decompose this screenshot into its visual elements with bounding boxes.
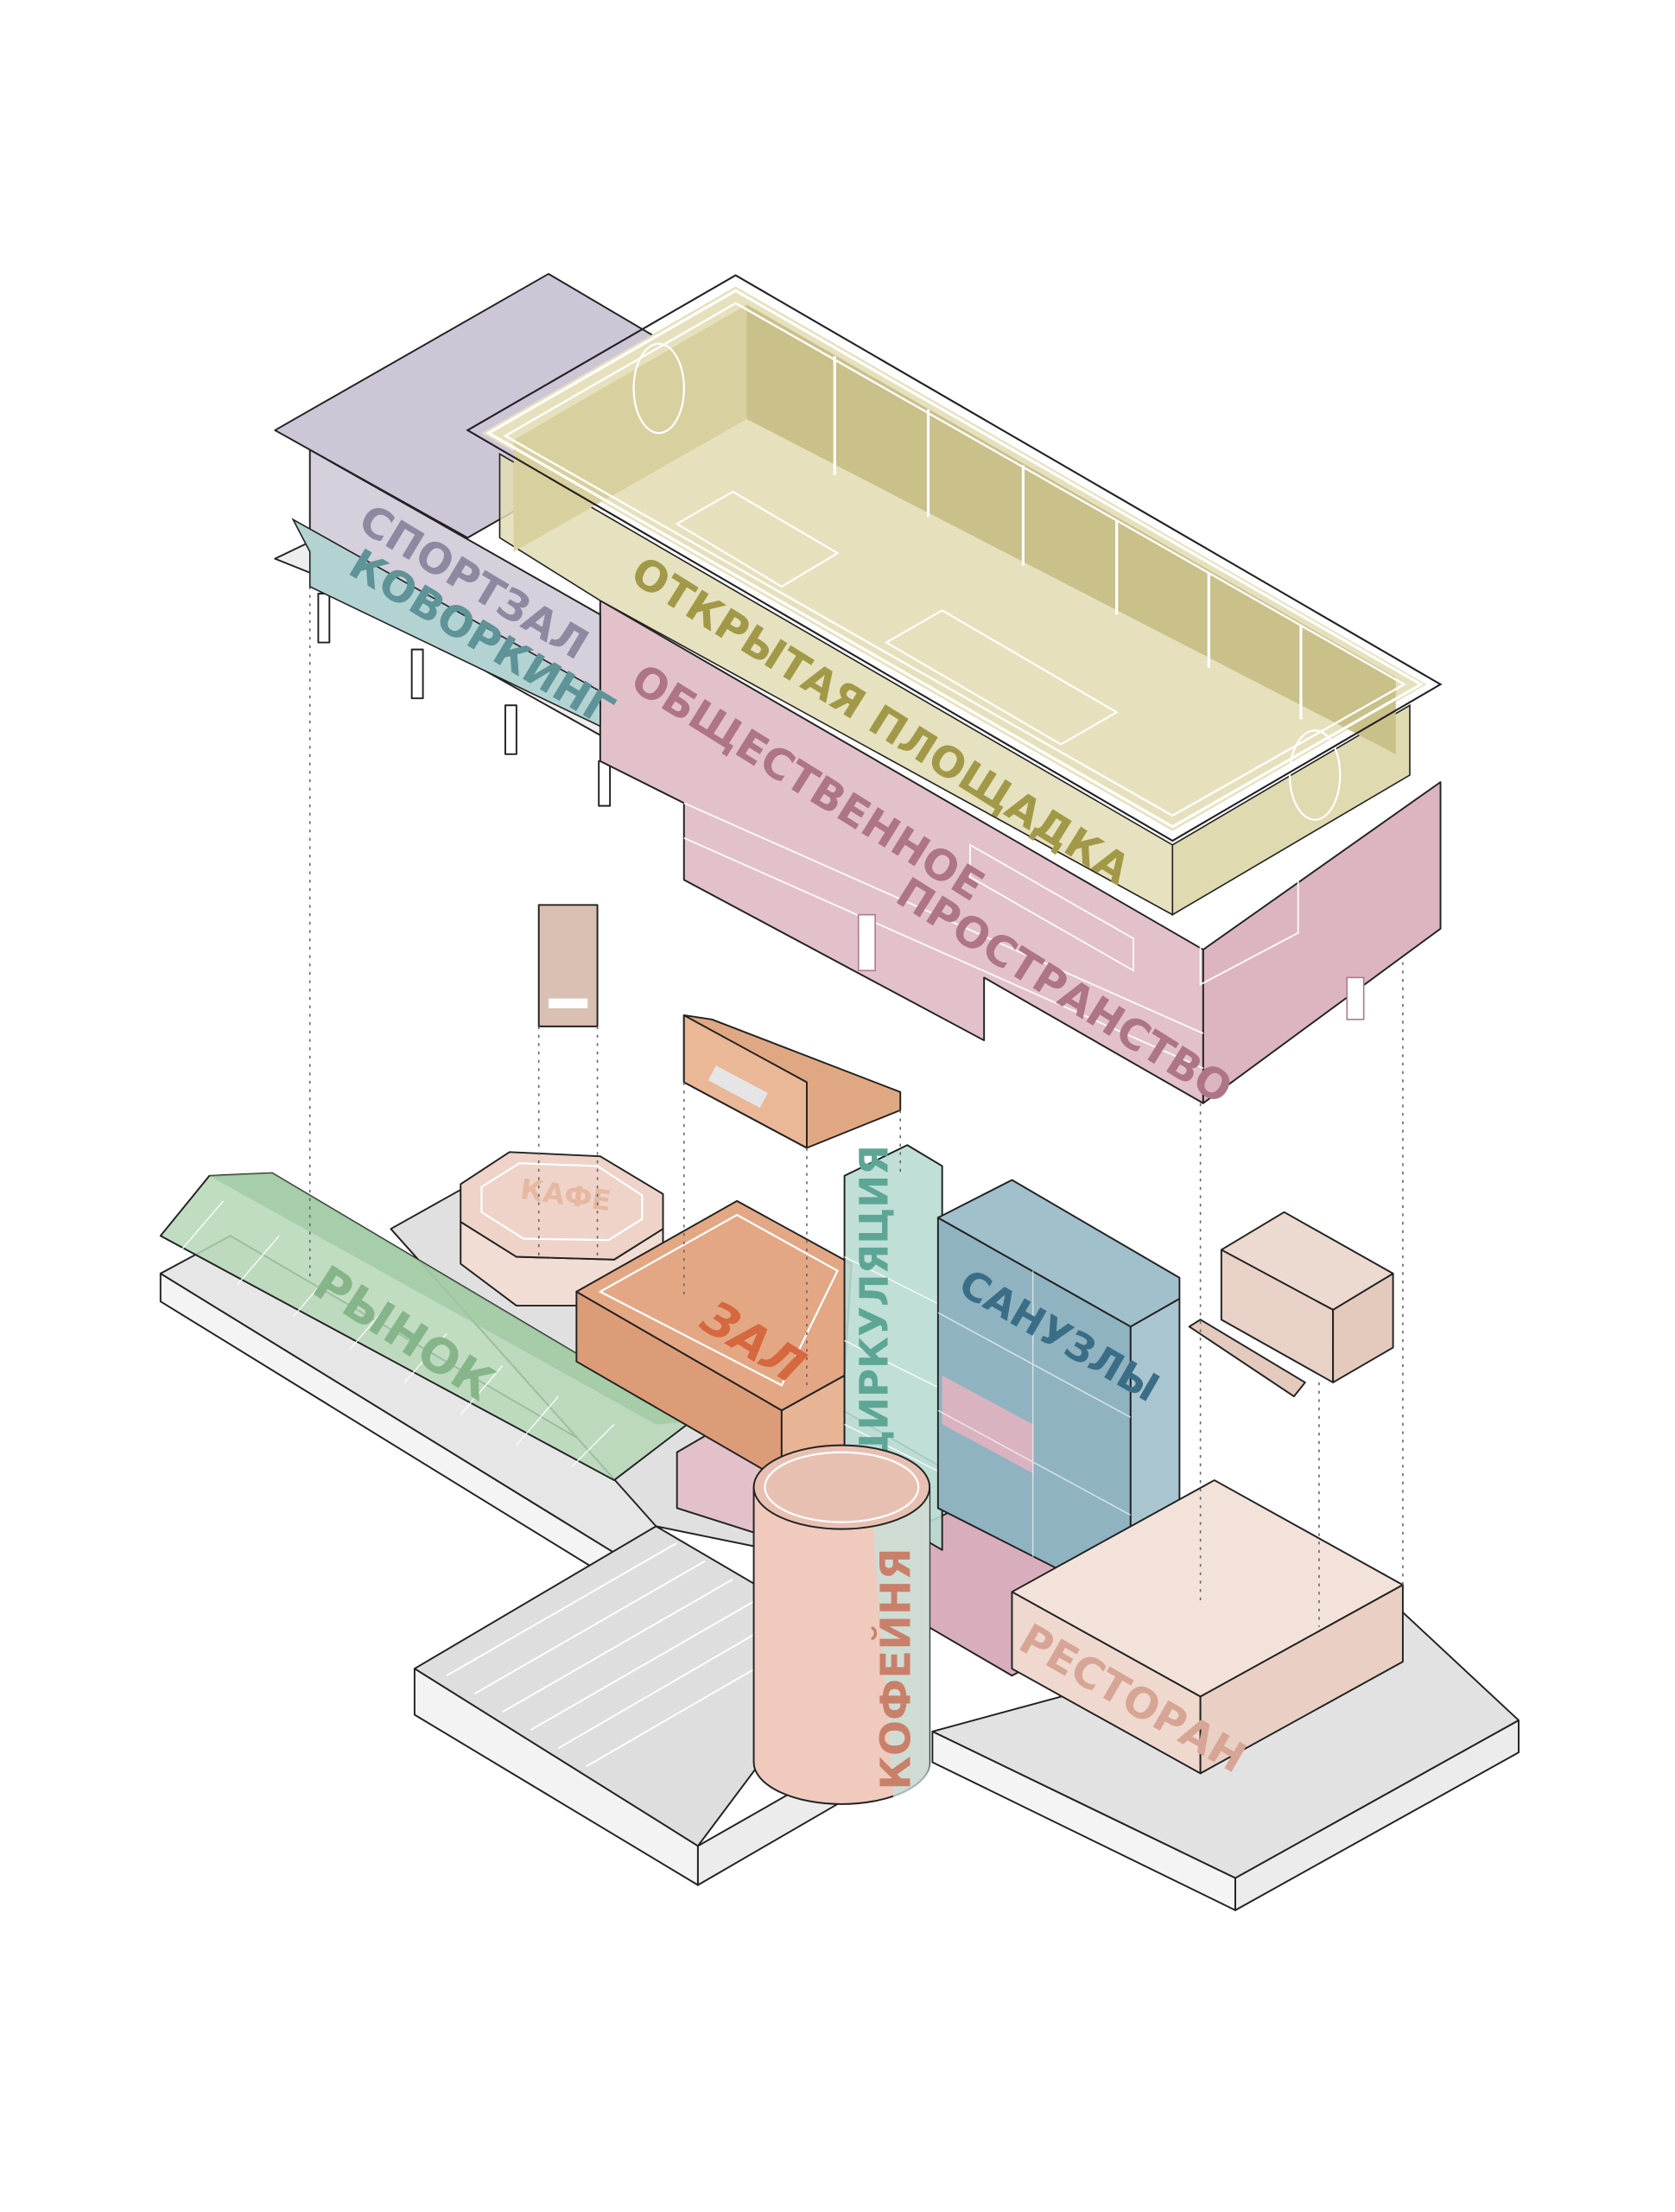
coffee-shop-label: КОФЕЙНЯ: [872, 1548, 921, 1789]
upper-building: СПОРТЗАЛ КОВОРКИНГ ОТКРЫТАЯ ПЛОЩАДКА ОБЩ…: [274, 272, 1443, 1114]
open-area-side: [1171, 703, 1411, 917]
paving-pattern: [446, 1541, 783, 1768]
coworking-band: [291, 518, 601, 728]
columns: [317, 593, 612, 807]
circulation-label: ЦИРКУЛЯЦИЯ: [852, 1145, 898, 1466]
coffee-shop-block: КОФЕЙНЯ: [752, 1444, 931, 1805]
public-space-side: [1202, 781, 1442, 1104]
door: [1346, 976, 1365, 1020]
furniture-bar: [537, 904, 599, 1027]
open-area-left-wall: [513, 304, 747, 552]
open-area-back-wall: [746, 304, 1396, 754]
kiosk-box: [1188, 1211, 1394, 1398]
open-area-rim: [466, 274, 1443, 842]
open-area-front: [498, 453, 1174, 916]
open-area-pillars: [833, 356, 1303, 720]
door: [857, 913, 876, 972]
right-plaza-side-right: [1234, 1719, 1520, 1911]
projection-lines: [308, 586, 1404, 1627]
restrooms-block: САНУЗЛЫ: [936, 1179, 1181, 1607]
hall-block: ЗАЛ: [575, 1199, 853, 1482]
stair-block: [682, 1014, 902, 1149]
restroom-pink-panel: [942, 1375, 1033, 1473]
